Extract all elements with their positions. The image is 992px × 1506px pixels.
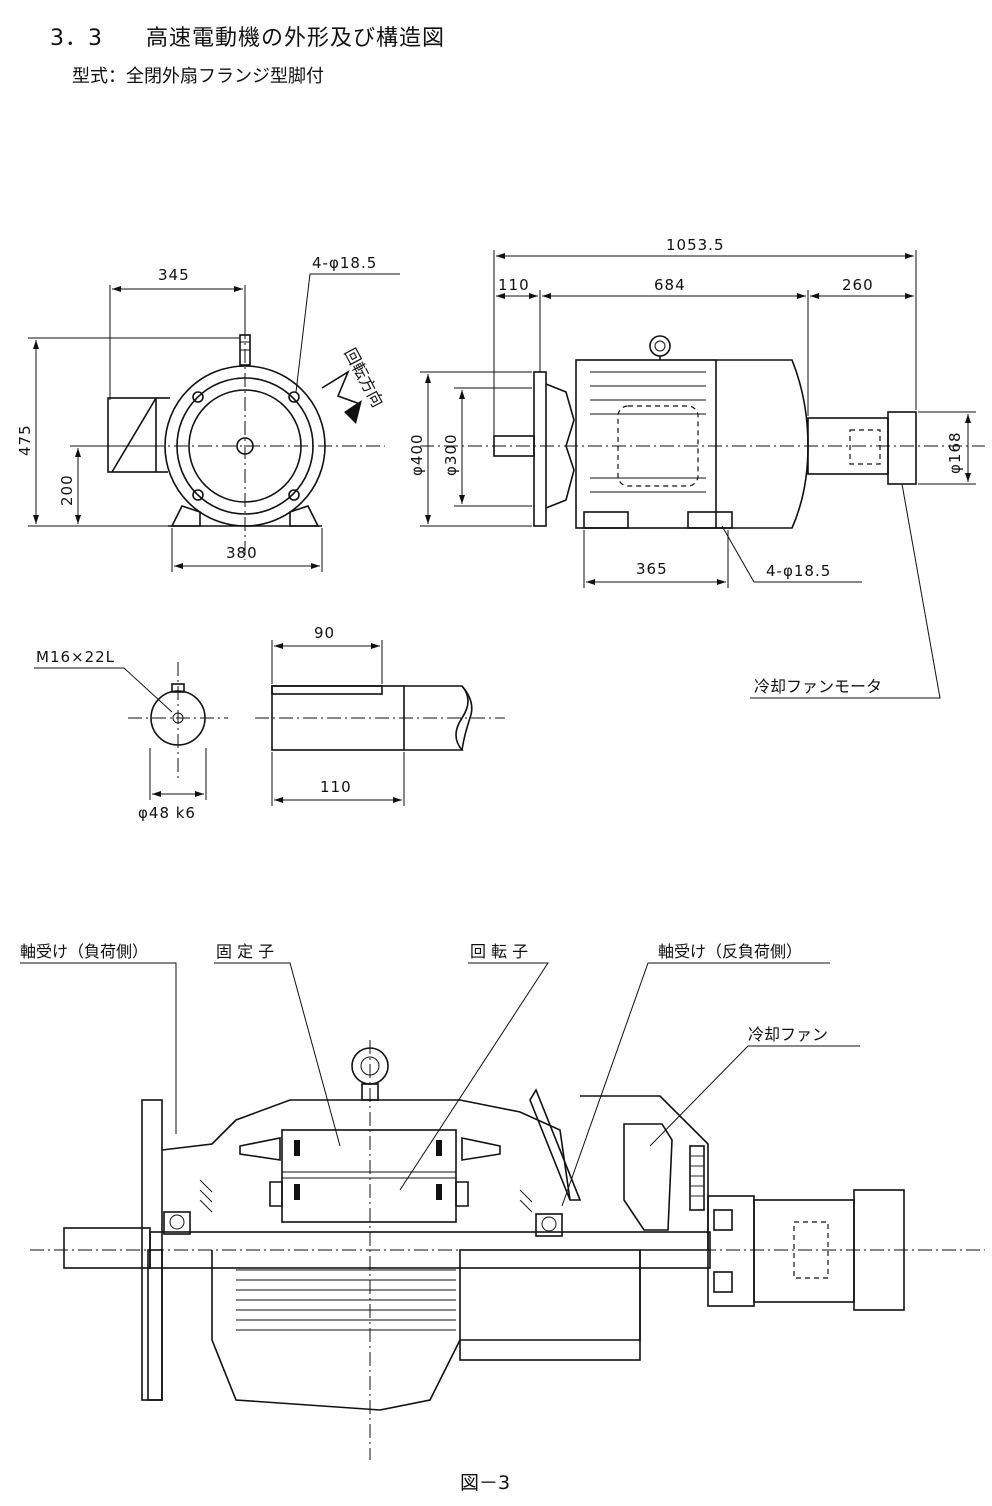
dim-key-90: 90 bbox=[314, 624, 335, 642]
shaft-detail: M16×22L φ48 k6 90 110 bbox=[34, 624, 505, 822]
section-title: 3．3 高速電動機の外形及び構造図 bbox=[50, 20, 445, 52]
dim-345: 345 bbox=[158, 266, 190, 284]
dim-front-bolt-holes: 4-φ18.5 bbox=[312, 254, 377, 272]
figure-caption: 図－3 bbox=[460, 1472, 511, 1494]
dim-475: 475 bbox=[16, 424, 34, 456]
dim-684: 684 bbox=[654, 276, 686, 294]
dim-380: 380 bbox=[226, 544, 258, 562]
fan-motor-label: 冷却ファンモータ bbox=[754, 677, 882, 696]
shaft-diameter-label: φ48 k6 bbox=[138, 804, 196, 822]
dim-phi-168: φ168 bbox=[946, 431, 964, 474]
label-bearing-opposite-side: 軸受け（反負荷側） bbox=[658, 942, 802, 961]
dim-365: 365 bbox=[636, 560, 668, 578]
cross-section: 軸受け（負荷側） 固 定 子 回 転 子 軸受け（反負荷側） 冷却ファン bbox=[20, 942, 985, 1460]
section-number: 3．3 bbox=[50, 26, 103, 51]
model-type: 型式：全閉外扇フランジ型脚付 bbox=[72, 66, 324, 87]
label-stator: 固 定 子 bbox=[216, 942, 274, 961]
dim-phi-300: φ300 bbox=[442, 433, 460, 476]
dim-phi-400: φ400 bbox=[408, 433, 426, 476]
section-title-text: 高速電動機の外形及び構造図 bbox=[146, 26, 446, 51]
dim-260: 260 bbox=[842, 276, 874, 294]
side-view: 1053.5 110 684 260 φ400 φ300 φ168 365 4-… bbox=[408, 236, 985, 699]
dim-200: 200 bbox=[58, 474, 76, 506]
dim-side-110: 110 bbox=[498, 276, 530, 294]
label-bearing-load-side: 軸受け（負荷側） bbox=[20, 942, 148, 961]
dim-shaft-110: 110 bbox=[320, 778, 352, 796]
label-cooling-fan: 冷却ファン bbox=[748, 1025, 828, 1044]
label-rotor: 回 転 子 bbox=[470, 942, 528, 961]
thread-label: M16×22L bbox=[36, 648, 115, 666]
dim-1053-5: 1053.5 bbox=[666, 236, 725, 254]
dim-side-foot-holes: 4-φ18.5 bbox=[766, 562, 831, 580]
front-view: 345 4-φ18.5 475 200 380 回転方向 bbox=[16, 254, 400, 572]
rotation-direction-label: 回転方向 bbox=[340, 345, 387, 410]
